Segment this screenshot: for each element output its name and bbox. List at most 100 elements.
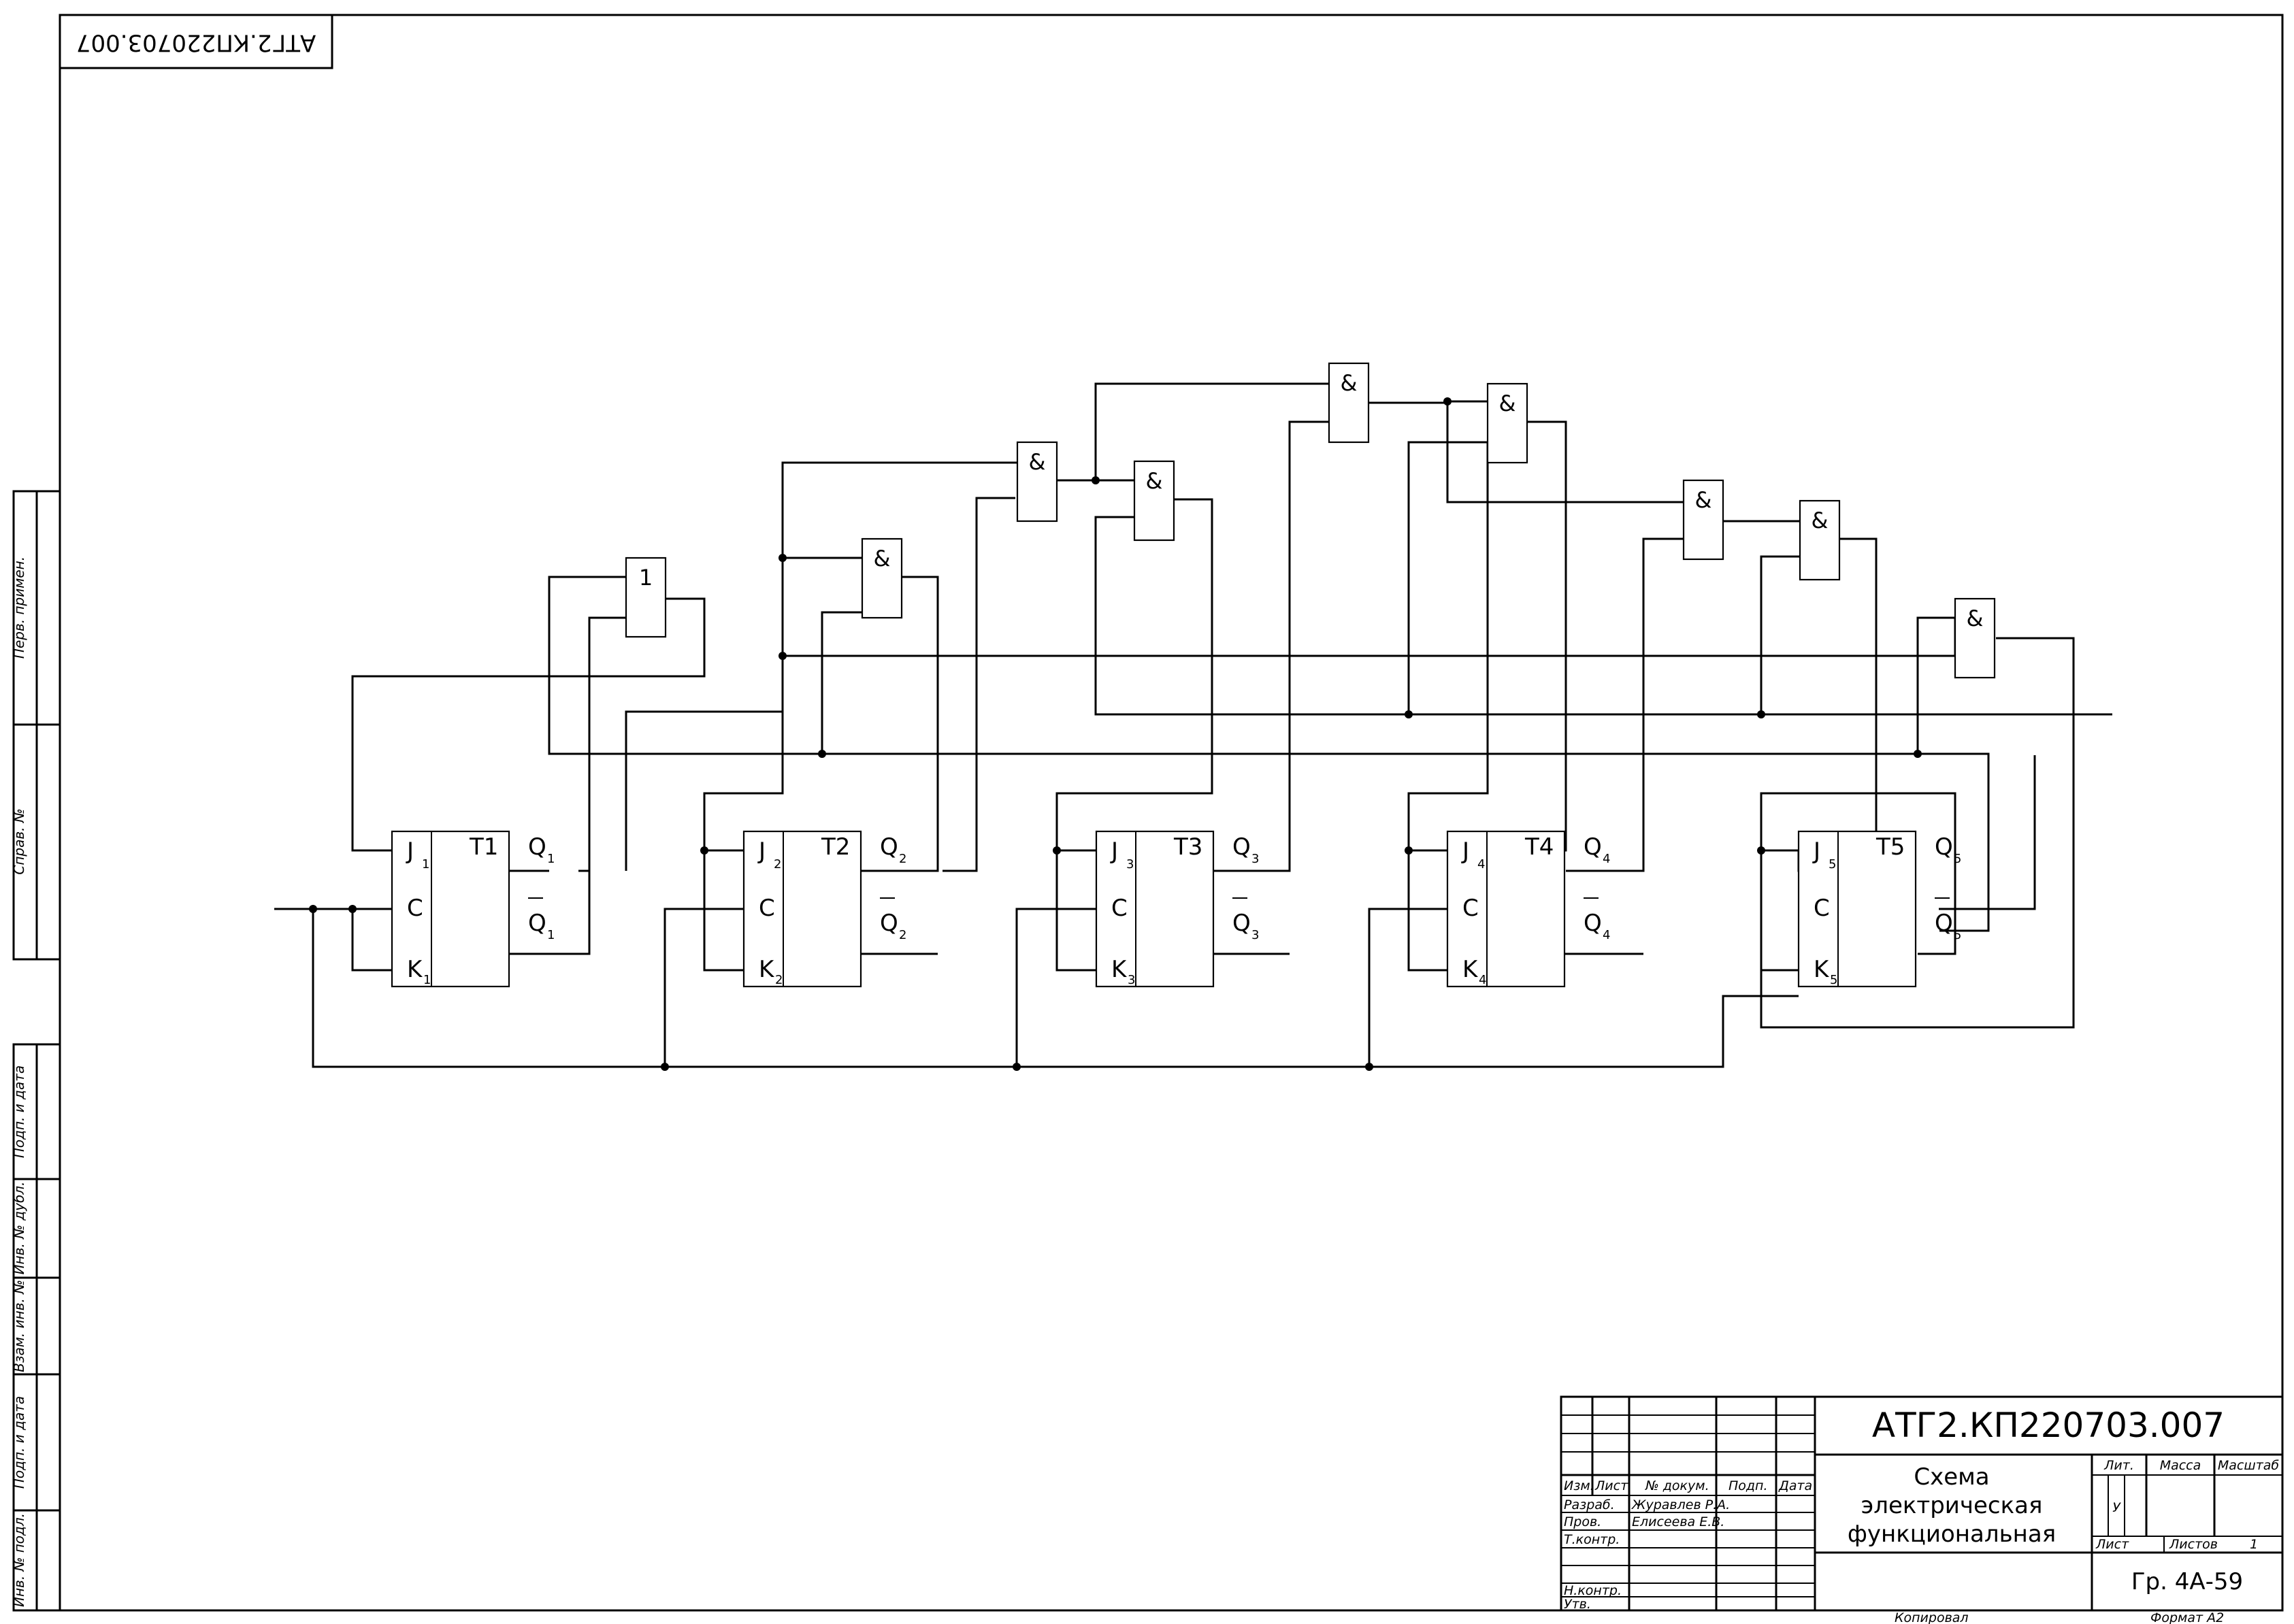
t4-k-label: K bbox=[1462, 956, 1479, 983]
t4-qbar-label: Q bbox=[1584, 910, 1602, 937]
t5-qbar-index: 5 bbox=[1954, 928, 1961, 942]
side-label-podp-data-2: Подп. и дата bbox=[11, 1396, 27, 1489]
massa-label: Масса bbox=[2160, 1458, 2201, 1473]
t4-q-index: 4 bbox=[1603, 852, 1610, 866]
list-label: Лист bbox=[2095, 1537, 2129, 1552]
format-label: Формат А2 bbox=[2150, 1610, 2224, 1624]
t5-k-label: K bbox=[1814, 956, 1830, 983]
col-podp: Подп. bbox=[1728, 1478, 1768, 1493]
and-gate-1: & bbox=[861, 537, 903, 619]
t2-k-label: K bbox=[759, 956, 775, 983]
t5-q-label: Q bbox=[1935, 833, 1953, 861]
flipflop-t2: J 2 C K 2 T2 Q 2 Q 2 bbox=[742, 830, 906, 988]
wiring bbox=[274, 382, 2112, 1068]
t2-q-index: 2 bbox=[899, 852, 906, 866]
t5-c-label: C bbox=[1814, 895, 1830, 922]
t5-name: T5 bbox=[1875, 833, 1905, 861]
t3-k-index: 3 bbox=[1128, 973, 1135, 987]
t2-j-label: J bbox=[757, 838, 766, 865]
t5-j-index: 5 bbox=[1829, 857, 1836, 872]
t4-k-index: 4 bbox=[1479, 973, 1486, 987]
t2-k-index: 2 bbox=[775, 973, 783, 987]
and-gate-5-symbol: & bbox=[1499, 391, 1516, 416]
t3-q-index: 3 bbox=[1251, 852, 1259, 866]
row-razrab: Разраб. bbox=[1564, 1497, 1615, 1512]
side-label-inv-podl: Инв. № подл. bbox=[11, 1513, 27, 1607]
t4-c-label: C bbox=[1462, 895, 1479, 922]
masshtab-label: Масштаб bbox=[2218, 1458, 2280, 1473]
t3-j-label: J bbox=[1110, 838, 1118, 865]
t3-qbar-index: 3 bbox=[1251, 928, 1259, 942]
and-gate-4: & bbox=[1328, 362, 1370, 444]
t1-k-label: K bbox=[407, 956, 423, 983]
lit-value: У bbox=[2112, 1500, 2121, 1515]
t2-j-index: 2 bbox=[774, 857, 781, 872]
t3-c-label: C bbox=[1111, 895, 1128, 922]
title-doc-code: АТГ2.КП220703.007 bbox=[1872, 1406, 2225, 1445]
col-data: Дата bbox=[1778, 1478, 1812, 1493]
t1-name: T1 bbox=[469, 833, 498, 861]
drawing-border bbox=[59, 14, 2284, 1612]
t4-qbar-index: 4 bbox=[1603, 928, 1610, 942]
title-line-1: Схема bbox=[1914, 1463, 1989, 1491]
and-gate-7: & bbox=[1799, 499, 1841, 581]
side-label-vzam-inv: Взам. инв. № bbox=[11, 1280, 27, 1372]
col-ndoc: № докум. bbox=[1645, 1478, 1709, 1493]
junction-dots bbox=[309, 397, 1922, 1071]
t5-k-index: 5 bbox=[1830, 973, 1837, 987]
and-gate-3-symbol: & bbox=[1146, 468, 1163, 494]
and-gate-5: & bbox=[1486, 382, 1528, 464]
flipflop-t4: J 4 C K 4 T4 Q 4 Q 4 bbox=[1446, 830, 1610, 988]
or-gate: 1 bbox=[625, 557, 667, 638]
flipflop-t1: J 1 C K 1 T1 bbox=[391, 830, 510, 988]
lit-label: Лит. bbox=[2103, 1458, 2134, 1473]
col-list: Лист bbox=[1594, 1478, 1628, 1493]
listov-value: 1 bbox=[2250, 1537, 2258, 1552]
t1-c-label: C bbox=[407, 895, 423, 922]
and-gate-1-symbol: & bbox=[874, 546, 891, 571]
t1-j-label: J bbox=[406, 838, 414, 865]
t1-q-label: Q bbox=[528, 833, 546, 861]
t1-outputs: Q 1 Q 1 bbox=[509, 833, 578, 955]
t1-qbar-label: Q bbox=[528, 910, 546, 937]
top-stamp-box bbox=[59, 14, 333, 69]
and-gate-6: & bbox=[1682, 479, 1724, 561]
flipflop-t3: J 3 C K 3 T3 Q 3 Q 3 bbox=[1095, 830, 1259, 988]
side-label-perv-primen: Перв. примен. bbox=[11, 557, 27, 659]
t2-name: T2 bbox=[821, 833, 850, 861]
t1-k-index: 1 bbox=[423, 973, 431, 987]
t3-j-index: 3 bbox=[1126, 857, 1134, 872]
side-label-podp-data-1: Подп. и дата bbox=[11, 1065, 27, 1158]
and-gate-6-symbol: & bbox=[1695, 487, 1712, 513]
prov-name: Елисеева Е.В. bbox=[1632, 1514, 1724, 1529]
t2-c-label: C bbox=[759, 895, 775, 922]
and-gate-8: & bbox=[1954, 597, 1996, 679]
title-block: АТГ2.КП220703.007 Схема электрическая фу… bbox=[1560, 1395, 2284, 1612]
t5-qbar-label: Q bbox=[1935, 910, 1953, 937]
and-gate-2: & bbox=[1016, 441, 1058, 523]
t1-qbar-index: 1 bbox=[547, 928, 555, 942]
t1-j-index: 1 bbox=[422, 857, 429, 872]
title-line-2: электрическая bbox=[1861, 1492, 2043, 1519]
razrab-name: Журавлев Р.А. bbox=[1631, 1497, 1730, 1512]
kopiroval-label: Копировал bbox=[1895, 1610, 1969, 1624]
t3-qbar-label: Q bbox=[1232, 910, 1251, 937]
and-gate-7-symbol: & bbox=[1812, 508, 1829, 533]
and-gate-4-symbol: & bbox=[1341, 370, 1358, 396]
title-line-3: функциональная bbox=[1848, 1521, 2056, 1548]
t2-q-label: Q bbox=[880, 833, 898, 861]
row-utv: Утв. bbox=[1564, 1597, 1591, 1612]
t3-k-label: K bbox=[1111, 956, 1128, 983]
or-gate-symbol: 1 bbox=[639, 565, 653, 591]
t5-j-label: J bbox=[1812, 838, 1820, 865]
t4-j-index: 4 bbox=[1477, 857, 1485, 872]
flipflop-t5: J 5 C K 5 T5 Q 5 Q 5 bbox=[1797, 830, 1961, 988]
t2-qbar-label: Q bbox=[880, 910, 898, 937]
t5-q-index: 5 bbox=[1954, 852, 1961, 866]
and-gate-8-symbol: & bbox=[1967, 606, 1984, 631]
and-gate-2-symbol: & bbox=[1029, 449, 1046, 475]
row-prov: Пров. bbox=[1564, 1514, 1601, 1529]
left-side-strip: Перв. примен. Справ. № Подп. и дата Инв.… bbox=[11, 490, 61, 1612]
group-code: Гр. 4А-59 bbox=[2131, 1568, 2243, 1595]
